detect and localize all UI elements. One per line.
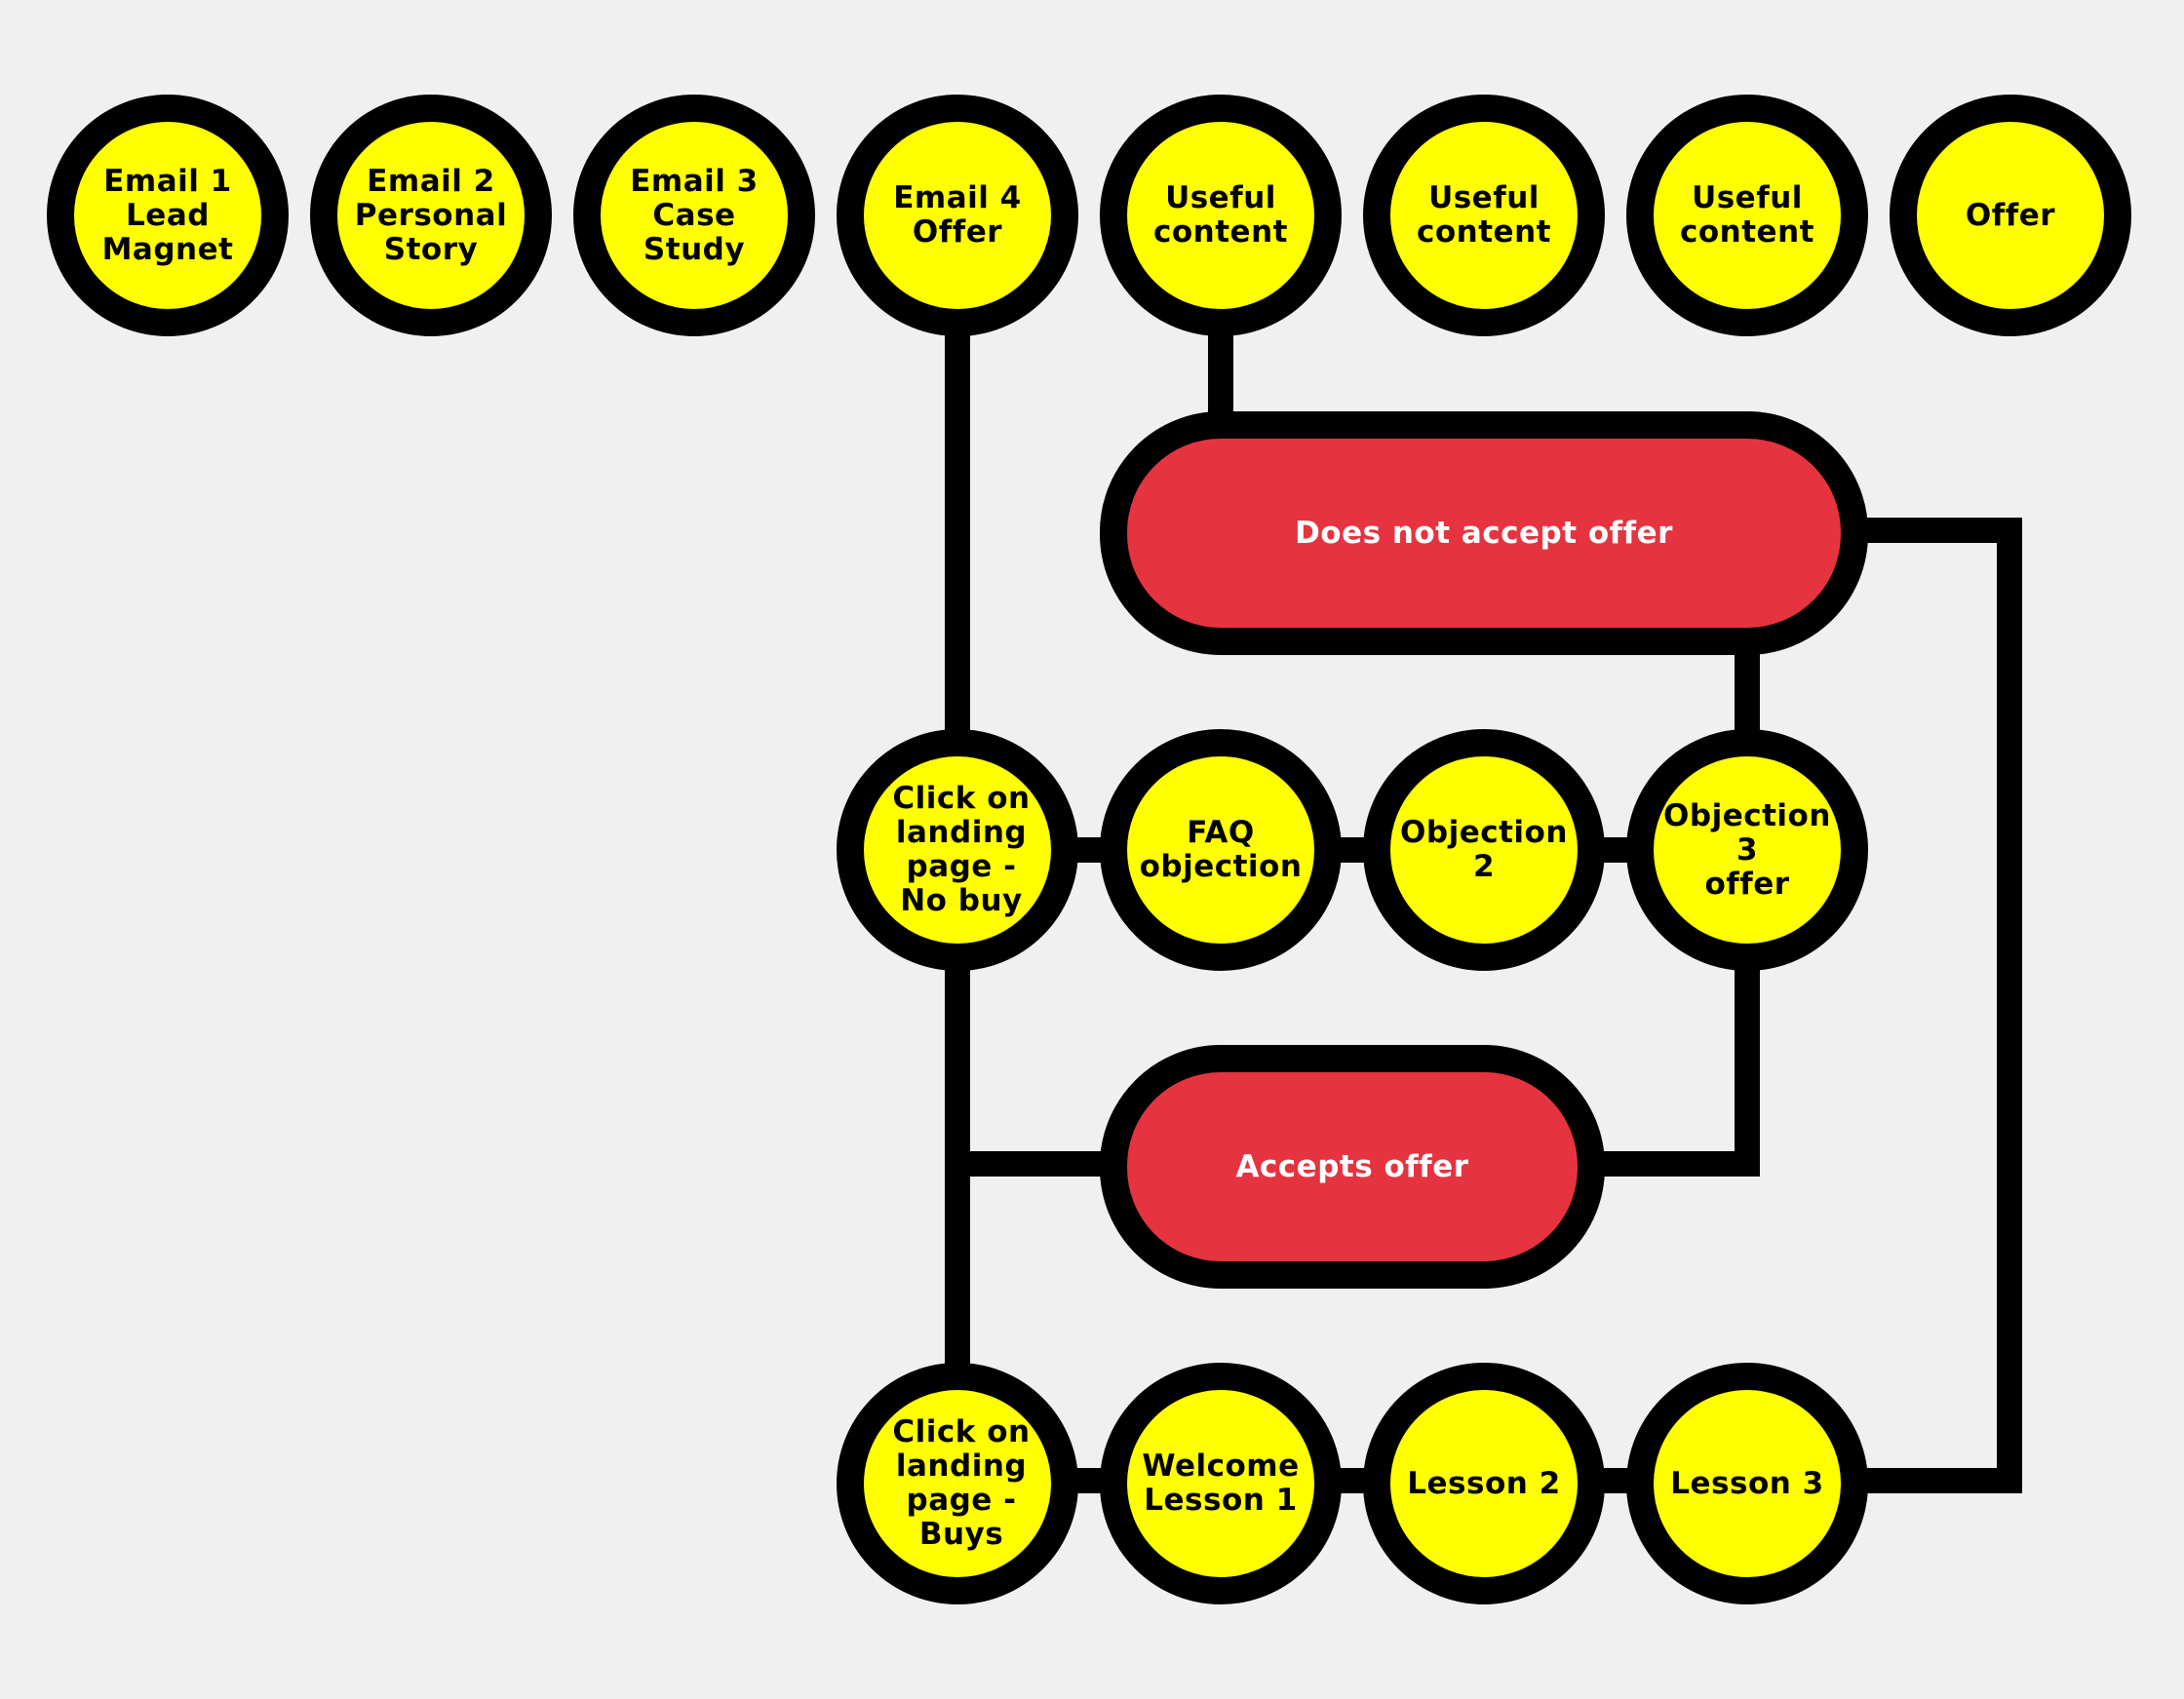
node-click-landing-buys: Click on landing page - Buys [837, 1363, 1078, 1604]
node-objection-2: Objection 2 [1363, 729, 1605, 971]
connector-objection3-to-accepts [1589, 960, 1760, 1177]
node-offer: Offer [1890, 95, 2131, 336]
node-useful-content-2: Useful content [1363, 95, 1605, 336]
node-email-2-personal-story: Email 2 Personal Story [310, 95, 552, 336]
node-lesson-3: Lesson 3 [1626, 1363, 1868, 1604]
node-useful-content-1: Useful content [1100, 95, 1342, 336]
node-email-3-case-study: Email 3 Case Study [573, 95, 815, 336]
decision-label: Does not accept offer [1295, 516, 1673, 551]
decision-does-not-accept-offer: Does not accept offer [1100, 411, 1868, 655]
node-objection-3-offer: Objection 3 offer [1626, 729, 1868, 971]
node-email-4-offer: Email 4 Offer [837, 95, 1078, 336]
connector-not-accept-to-lesson3 [1852, 518, 2022, 1493]
node-useful-content-3: Useful content [1626, 95, 1868, 336]
node-email-1-lead-magnet: Email 1 Lead Magnet [47, 95, 289, 336]
decision-label: Accepts offer [1235, 1149, 1469, 1184]
node-click-landing-no-buy: Click on landing page - No buy [837, 729, 1078, 971]
node-lesson-2: Lesson 2 [1363, 1363, 1605, 1604]
node-faq-objection: FAQ objection [1100, 729, 1342, 971]
node-welcome-lesson-1: Welcome Lesson 1 [1100, 1363, 1342, 1604]
decision-accepts-offer: Accepts offer [1100, 1045, 1605, 1289]
